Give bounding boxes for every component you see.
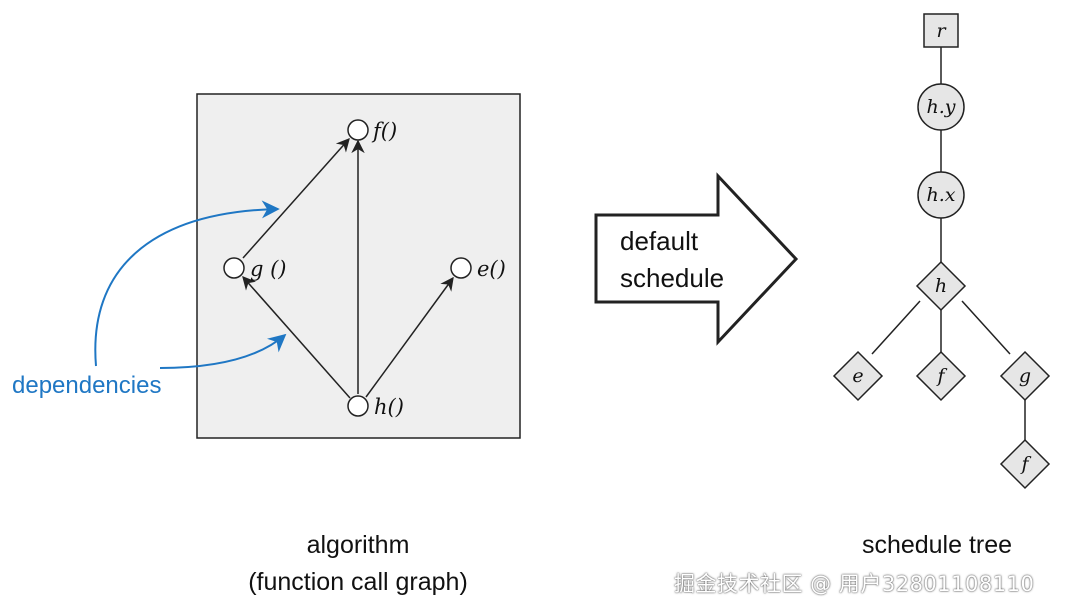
default-schedule-arrow [594, 172, 799, 346]
tree-node-h-label: h [935, 275, 947, 297]
edge-g-to-f [242, 137, 350, 259]
watermark: 掘金技术社区 @ 用户3280110811​0 [674, 572, 1035, 596]
tree-node-e-label: e [852, 365, 863, 387]
arrow-label-line2: schedule [620, 263, 724, 293]
edge-h-to-e [365, 276, 454, 398]
dependencies-label: dependencies [12, 372, 161, 399]
tree-node-f [915, 350, 967, 402]
node-h [347, 395, 369, 417]
tree-node-g-label: g [1019, 365, 1031, 387]
tree-node-h [915, 260, 967, 312]
dependency-arrow-upper [94, 200, 280, 367]
tree-node-root-label: r [936, 20, 947, 42]
edge-h-to-g [242, 275, 351, 399]
node-h-label: h() [374, 395, 404, 419]
node-f [347, 119, 369, 141]
caption-function-call-graph: (function call graph) [248, 568, 468, 596]
tree-node-hx-label: h.x [927, 184, 956, 206]
tree-edge-h-g [961, 300, 1011, 355]
node-g [223, 257, 245, 279]
caption-algorithm: algorithm [307, 531, 410, 559]
tree-node-f-child [999, 438, 1051, 490]
node-e [450, 257, 472, 279]
tree-node-hy [917, 83, 965, 131]
tree-node-g [999, 350, 1051, 402]
tree-node-e [832, 350, 884, 402]
node-e-label: e() [477, 257, 506, 281]
tree-edge-h-e [871, 300, 921, 355]
tree-node-f-label: f [935, 365, 947, 387]
node-f-label: f() [371, 119, 397, 143]
tree-node-f-child-label: f [1019, 453, 1031, 475]
arrow-label-line1: default [620, 226, 699, 256]
caption-schedule-tree: schedule tree [862, 531, 1012, 559]
tree-node-root [923, 13, 959, 48]
dependency-arrow-lower [159, 333, 287, 369]
tree-node-hx [917, 171, 965, 219]
tree-node-hy-label: h.y [926, 96, 955, 118]
node-g-label: g () [250, 257, 287, 281]
